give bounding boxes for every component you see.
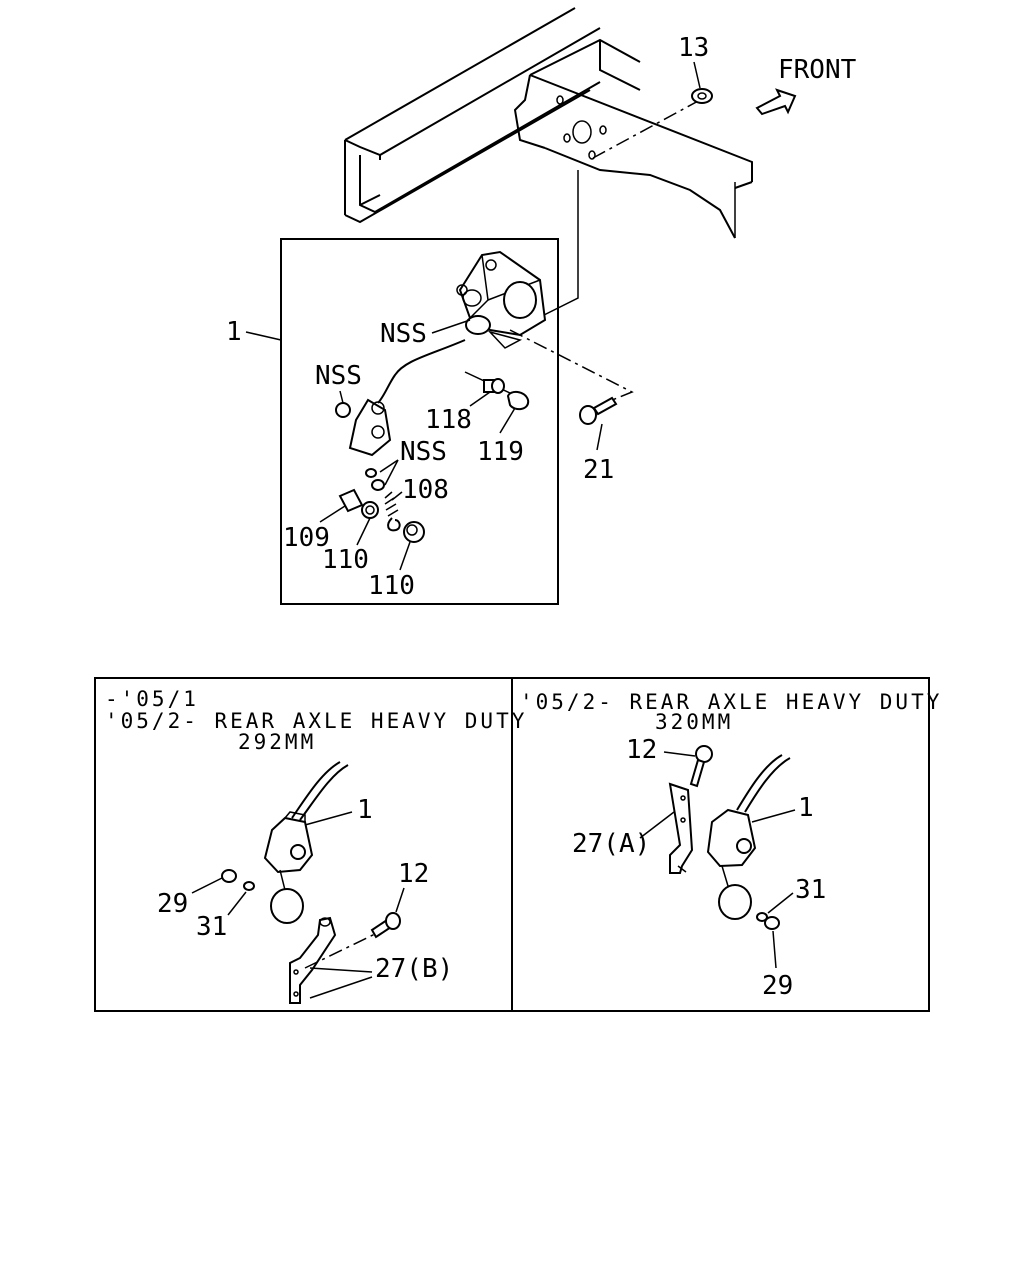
- right-callout-27a: 27(A): [572, 829, 650, 859]
- front-label: FRONT: [778, 55, 857, 85]
- right-callout-31: 31: [795, 875, 826, 905]
- linkage-arm-icon: [335, 398, 392, 457]
- bolt-21-icon: [579, 396, 618, 425]
- right-header-line2: 320MM: [655, 710, 733, 734]
- leader-108: [391, 491, 403, 501]
- right-panel: '05/2- REAR AXLE HEAVY DUTY 320MM 12 27(…: [520, 690, 942, 1001]
- left-header-line2: '05/2- REAR AXLE HEAVY DUTY: [105, 709, 527, 733]
- left-callout-27b: 27(B): [375, 954, 453, 984]
- callout-119: 119: [477, 437, 524, 467]
- callout-110-a: 110: [322, 545, 369, 575]
- right-header-line1: '05/2- REAR AXLE HEAVY DUTY: [520, 690, 942, 714]
- left-leader-31: [227, 891, 247, 916]
- bushing-110a-icon: [361, 501, 379, 519]
- front-arrow-icon: [755, 88, 797, 116]
- left-leader-1: [304, 811, 353, 826]
- leader-dash-13: [592, 99, 701, 159]
- link-line-valve: [529, 170, 579, 323]
- right-leader-29: [772, 930, 777, 969]
- leader-1: [245, 331, 282, 341]
- callout-nss-c: NSS: [400, 437, 447, 467]
- right-callout-1: 1: [798, 793, 814, 823]
- leader-nss-c-1: [379, 459, 399, 473]
- callout-nss-a: NSS: [380, 319, 427, 349]
- callout-109: 109: [283, 523, 330, 553]
- leader-nss-c-2: [384, 459, 399, 486]
- left-callout-1: 1: [357, 795, 373, 825]
- callout-nss-b: NSS: [315, 361, 362, 391]
- left-leader-27b-2: [309, 976, 373, 999]
- left-bolt-12-icon: [370, 912, 401, 939]
- right-callout-29: 29: [762, 971, 793, 1001]
- left-leader-dash-12: [304, 933, 376, 969]
- callout-110-b: 110: [368, 571, 415, 601]
- leader-118: [469, 391, 491, 407]
- right-leader-27a: [639, 811, 675, 839]
- left-panel: -'05/1 '05/2- REAR AXLE HEAVY DUTY 292MM…: [105, 687, 527, 1004]
- spring-108-icon: [384, 491, 401, 532]
- left-callout-12: 12: [398, 859, 429, 889]
- leader-110-a: [356, 517, 371, 546]
- bushing-110b-icon: [403, 521, 425, 543]
- washer-icon: [365, 468, 377, 478]
- left-clip-31-icon: [243, 881, 255, 891]
- leader-nss-b: [339, 390, 344, 404]
- leader-21: [596, 423, 603, 451]
- callout-118: 118: [425, 405, 472, 435]
- right-clip-31-icon: [756, 912, 768, 922]
- right-valve-icon: [706, 754, 791, 920]
- left-valve-icon: [263, 761, 349, 924]
- assembly-box: [280, 238, 559, 605]
- valve-rod: [377, 339, 466, 404]
- callout-108: 108: [402, 475, 449, 505]
- left-header-line3: 292MM: [238, 730, 316, 754]
- leader-110-b: [399, 541, 411, 571]
- cap-119-icon: [506, 390, 530, 411]
- right-callout-12: 12: [626, 735, 657, 765]
- left-bracket-27b-icon: [289, 916, 337, 1004]
- left-leader-27b-1: [309, 967, 373, 973]
- left-header-line1: -'05/1: [105, 687, 199, 711]
- left-leader-29: [191, 877, 223, 894]
- right-leader-12: [663, 751, 696, 757]
- callout-13: 13: [678, 33, 709, 63]
- leader-nss-a: [431, 319, 471, 334]
- nut-icon: [371, 479, 385, 491]
- right-bolt-12-icon: [689, 745, 713, 788]
- right-leader-31: [767, 892, 794, 914]
- left-nut-29-icon: [221, 869, 237, 883]
- nut-13-icon: [691, 88, 713, 104]
- leader-dash-21: [509, 329, 634, 406]
- pin-109-icon: [338, 488, 364, 513]
- leveling-valve-icon: [456, 250, 547, 349]
- left-callout-29: 29: [157, 889, 188, 919]
- left-callout-31: 31: [196, 912, 227, 942]
- frame-rail: [344, 7, 753, 239]
- right-leader-1: [751, 809, 796, 823]
- leader-109: [319, 505, 346, 523]
- left-leader-12: [395, 887, 405, 913]
- callout-21: 21: [583, 455, 614, 485]
- callout-1: 1: [226, 317, 242, 347]
- leader-119: [499, 407, 516, 434]
- right-nut-29-icon: [764, 916, 780, 930]
- leader-13: [693, 61, 701, 89]
- bolt-118-icon: [483, 378, 505, 394]
- right-bracket-27a-icon: [668, 782, 694, 874]
